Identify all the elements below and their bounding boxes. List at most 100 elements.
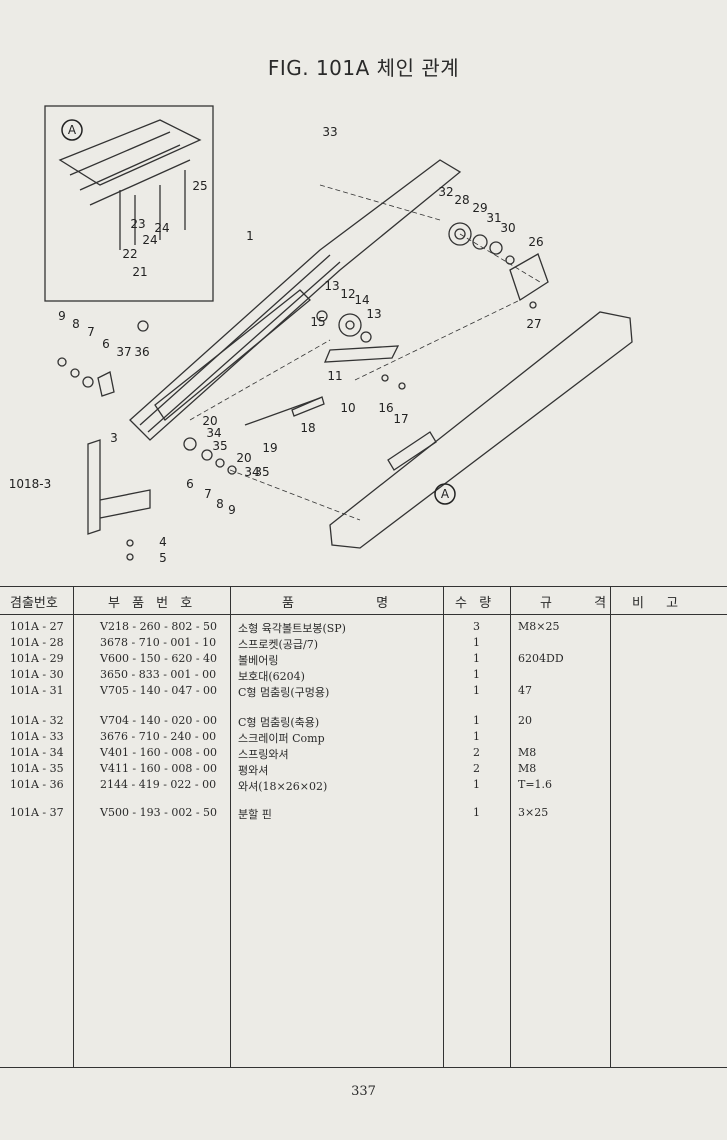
table-cell-name: 스프링와셔 <box>238 748 289 761</box>
table-cell-qty: 1 <box>473 714 480 727</box>
table-cell-name: 스프로켓(공급/7) <box>238 638 319 651</box>
part-callout: 14 <box>354 293 369 307</box>
part-callout: 11 <box>327 369 342 383</box>
part-callout: 9 <box>228 503 236 517</box>
table-cell-qty: 1 <box>473 730 480 743</box>
part-callout: 20 <box>236 451 251 465</box>
figure-title: FIG. 101A 체인 관계 <box>267 56 460 80</box>
table-cell-part: V218 - 260 - 802 - 50 <box>100 620 218 633</box>
table-cell-no: 101A - 31 <box>10 684 64 697</box>
part-callout: 18 <box>300 421 315 435</box>
part-callout: 29 <box>472 201 487 215</box>
table-cell-part: 3678 - 710 - 001 - 10 <box>100 636 217 649</box>
part-callout: 5 <box>159 551 167 565</box>
table-cell-qty: 3 <box>473 620 480 633</box>
table-cell-part: V500 - 193 - 002 - 50 <box>100 806 218 819</box>
col-divider <box>73 586 74 1068</box>
table-cell-qty: 1 <box>473 806 480 819</box>
table-cell-no: 101A - 32 <box>10 714 64 727</box>
part-callout: 23 <box>130 217 145 231</box>
part-callout: 24 <box>154 221 169 235</box>
table-cell-qty: 1 <box>473 778 480 791</box>
part-callout: 34 <box>206 426 221 440</box>
table-bottom-rule <box>0 1067 727 1068</box>
part-callout: 7 <box>87 325 95 339</box>
part-callout: 28 <box>454 193 469 207</box>
part-callout: 8 <box>216 497 224 511</box>
part-callout: 13 <box>366 307 381 321</box>
table-cell-name: 볼베어링 <box>238 654 279 667</box>
part-callout: 3 <box>110 431 118 445</box>
part-callout: 7 <box>204 487 212 501</box>
table-cell-name: 와셔(18×26×02) <box>238 780 328 793</box>
table-cell-part: V600 - 150 - 620 - 40 <box>100 652 218 665</box>
header-rule <box>0 614 727 615</box>
part-callout: 1 <box>246 229 254 243</box>
table-cell-no: 101A - 37 <box>10 806 64 819</box>
table-cell-spec: T=1.6 <box>518 778 553 791</box>
part-callout: 24 <box>142 233 157 247</box>
part-callout: 32 <box>438 185 453 199</box>
part-callout: 1018-3 <box>9 477 52 491</box>
col-divider <box>443 586 444 1068</box>
table-cell-spec: M8×25 <box>518 620 560 633</box>
part-callout: 9 <box>58 309 66 323</box>
table-cell-no: 101A - 30 <box>10 668 64 681</box>
table-cell-qty: 1 <box>473 684 480 697</box>
part-callout: 21 <box>132 265 147 279</box>
table-cell-part: 2144 - 419 - 022 - 00 <box>100 778 217 791</box>
col-header-spec: 규 격 <box>540 596 611 611</box>
table-cell-part: V401 - 160 - 008 - 00 <box>100 746 218 759</box>
table-cell-name: C형 멈춤링(축용) <box>238 716 320 729</box>
table-cell-no: 101A - 29 <box>10 652 64 665</box>
table-cell-part: V411 - 160 - 008 - 00 <box>100 762 218 775</box>
part-callout: 16 <box>378 401 393 415</box>
table-cell-qty: 1 <box>473 652 480 665</box>
table-cell-no: 101A - 34 <box>10 746 64 759</box>
col-divider <box>230 586 231 1068</box>
col-divider <box>610 586 611 1068</box>
part-callout: 15 <box>310 315 325 329</box>
part-callout: A <box>68 123 77 137</box>
table-cell-no: 101A - 33 <box>10 730 64 743</box>
table-cell-part: 3676 - 710 - 240 - 00 <box>100 730 217 743</box>
part-callout: 13 <box>324 279 339 293</box>
table-cell-part: 3650 - 833 - 001 - 00 <box>100 668 217 681</box>
table-cell-spec: 3×25 <box>518 806 549 819</box>
table-cell-no: 101A - 28 <box>10 636 64 649</box>
table-cell-name: 평와셔 <box>238 764 269 777</box>
part-callout: 25 <box>192 179 207 193</box>
table-cell-no: 101A - 27 <box>10 620 64 633</box>
col-header-part: 부 품 번 호 <box>108 596 197 611</box>
exploded-parts-diagram: A121222324242533322829313026271312141315… <box>9 105 633 565</box>
part-callout: 35 <box>212 439 227 453</box>
part-callout: 35 <box>254 465 269 479</box>
table-cell-no: 101A - 35 <box>10 762 64 775</box>
table-cell-spec: M8 <box>518 746 537 759</box>
part-callout: 26 <box>528 235 543 249</box>
part-callout: 30 <box>500 221 515 235</box>
table-cell-name: 스크레이퍼 Comp <box>238 732 325 745</box>
table-cell-part: V705 - 140 - 047 - 00 <box>100 684 218 697</box>
table-cell-qty: 1 <box>473 668 480 681</box>
part-callout: 8 <box>72 317 80 331</box>
part-callout: 10 <box>340 401 355 415</box>
table-cell-spec: 20 <box>518 714 532 727</box>
part-callout: 31 <box>486 211 501 225</box>
part-callout: 22 <box>122 247 137 261</box>
part-callout: 27 <box>526 317 541 331</box>
part-callout: 36 <box>134 345 149 359</box>
table-cell-name: C형 멈춤링(구멍용) <box>238 686 330 699</box>
table-top-rule <box>0 586 727 587</box>
table-cell-no: 101A - 36 <box>10 778 64 791</box>
col-header-note: 비 고 <box>632 596 683 611</box>
part-callout: 33 <box>322 125 337 139</box>
col-header-qty: 수 량 <box>455 596 496 611</box>
page-number: 337 <box>351 1084 376 1099</box>
part-callout: 4 <box>159 535 167 549</box>
col-header-no: 겸출번호 <box>10 596 58 611</box>
part-callout: 6 <box>186 477 194 491</box>
part-callout: 6 <box>102 337 110 351</box>
part-callout: 37 <box>116 345 131 359</box>
